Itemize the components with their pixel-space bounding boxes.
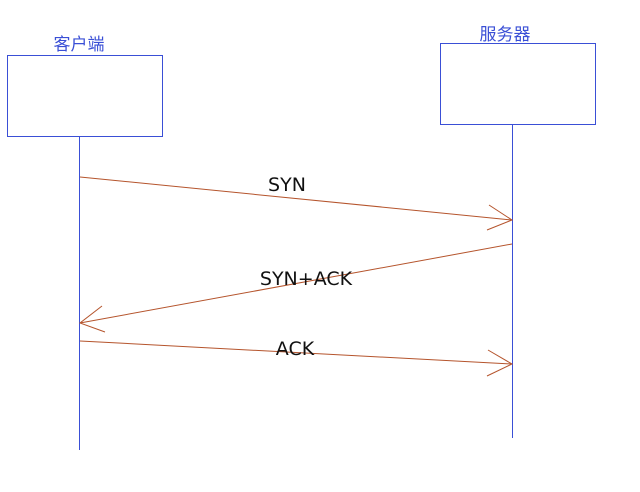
ack-label: ACK bbox=[276, 338, 315, 360]
message-ack: ACK bbox=[79, 338, 514, 377]
ack-arrow-line bbox=[79, 340, 513, 365]
message-syn-ack: SYN+ACK bbox=[78, 243, 513, 333]
message-syn: SYN bbox=[79, 174, 514, 231]
client-box bbox=[7, 55, 163, 137]
syn-ack-label: SYN+ACK bbox=[260, 268, 353, 290]
server-box bbox=[440, 43, 596, 125]
server-label: 服务器 bbox=[480, 25, 531, 45]
syn-ack-arrow-line bbox=[79, 243, 513, 324]
syn-ack-arrowhead bbox=[78, 305, 106, 333]
syn-arrow-line bbox=[79, 176, 513, 221]
ack-arrowhead bbox=[486, 349, 514, 377]
client-label: 客户端 bbox=[54, 35, 105, 55]
syn-label: SYN bbox=[268, 174, 306, 196]
syn-arrowhead bbox=[486, 204, 514, 231]
client-actor: 客户端 bbox=[7, 35, 163, 450]
server-actor: 服务器 bbox=[440, 25, 596, 438]
